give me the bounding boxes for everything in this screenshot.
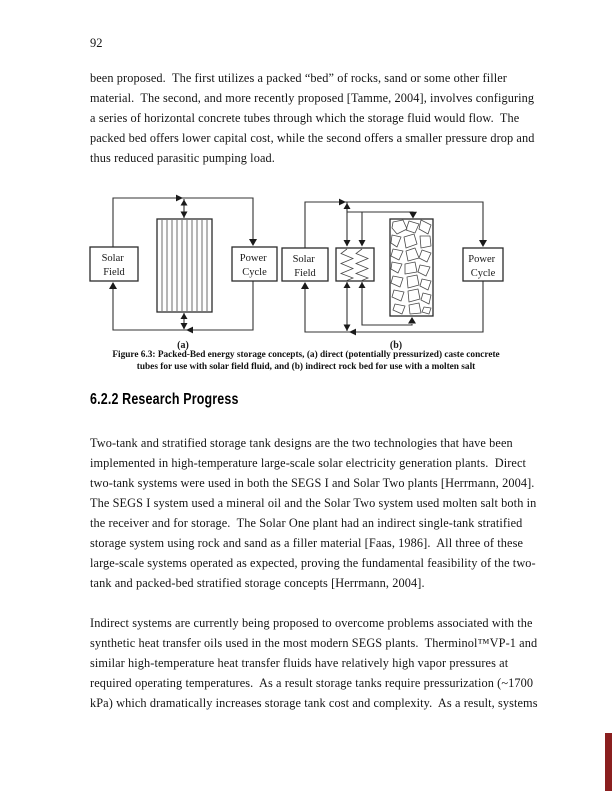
flow-arrowheads-b bbox=[301, 198, 487, 336]
sublabel-b: (b) bbox=[390, 340, 402, 351]
power-cycle-box-b bbox=[462, 247, 504, 282]
arrow-up-into-hx-bottom-b bbox=[343, 282, 351, 288]
arrow-into-rockbed-top-b bbox=[409, 211, 417, 219]
arrow-into-hx-right-b bbox=[358, 240, 366, 247]
figure-caption: Figure 6.3: Packed-Bed energy storage co… bbox=[112, 350, 500, 372]
solar-field-label-b: Solar Field bbox=[293, 254, 318, 279]
arrow-right-top-rail-a bbox=[176, 194, 183, 202]
flow-line-bottom-b bbox=[304, 281, 484, 333]
solar-field-label-a: Solar Field bbox=[102, 253, 127, 278]
hx-coil-right bbox=[354, 248, 370, 281]
arrow-left-bottom-rail-b bbox=[349, 328, 356, 336]
arrow-into-solar-field-b bbox=[301, 282, 309, 289]
rockbed-return-bottom-b bbox=[361, 282, 413, 326]
arrow-into-power-cycle-b bbox=[479, 240, 487, 247]
flow-line-bottom-a bbox=[112, 281, 254, 331]
arrow-up-hx-right-b bbox=[358, 282, 366, 288]
sublabel-a: (a) bbox=[177, 340, 189, 351]
hx-coil-left bbox=[339, 248, 355, 281]
rock-bed-icon bbox=[389, 218, 434, 317]
power-cycle-box-a bbox=[231, 246, 278, 282]
body-paragraph-3: Indirect systems are currently being pro… bbox=[90, 616, 538, 710]
arrow-left-bottom-rail-a bbox=[186, 326, 193, 334]
solar-field-box-a bbox=[89, 246, 139, 282]
power-cycle-label-a: Power Cycle bbox=[240, 253, 269, 278]
rock-texture bbox=[390, 219, 432, 315]
packed-bed-icon bbox=[156, 218, 213, 313]
arrow-into-bed-bottom-a bbox=[180, 313, 188, 319]
arrow-into-power-cycle-a bbox=[249, 239, 257, 246]
figure-6-3-diagram: Solar Field Power Cycle (a) bbox=[89, 194, 504, 351]
arrow-into-hx-left-b bbox=[343, 240, 351, 247]
arrow-into-solar-field-a bbox=[109, 282, 117, 289]
arrow-up-to-rail-b bbox=[343, 203, 351, 209]
arrow-into-rockbed-bottom-b bbox=[408, 317, 416, 324]
section-heading: 6.2.2 Research Progress bbox=[90, 391, 239, 408]
flow-line-top-b bbox=[304, 201, 484, 248]
diagram-a: Solar Field Power Cycle (a) bbox=[89, 194, 278, 351]
solar-field-box-b bbox=[281, 247, 329, 282]
rockbed-feed-top-b bbox=[347, 211, 414, 213]
packed-bed-tubes bbox=[161, 220, 208, 311]
flow-arrowheads-a bbox=[109, 194, 257, 334]
arrow-up-to-rail-a bbox=[180, 199, 188, 206]
body-paragraph-1: been proposed. The first utilizes a pack… bbox=[90, 71, 535, 165]
arrow-into-bed-top-a bbox=[180, 211, 188, 218]
diagram-b: Solar Field Power Cycle (b) bbox=[281, 198, 504, 351]
page-number: 92 bbox=[90, 36, 103, 50]
body-paragraph-2: Two-tank and stratified storage tank des… bbox=[90, 436, 537, 590]
power-cycle-label-b: Power Cycle bbox=[468, 254, 497, 279]
heat-exchanger-outline bbox=[335, 247, 375, 282]
arrow-down-to-rail-b bbox=[343, 324, 351, 331]
packed-bed-outline bbox=[156, 218, 213, 313]
arrow-right-top-rail-b bbox=[339, 198, 346, 206]
heat-exchanger-icon bbox=[335, 247, 375, 282]
arrow-down-to-rail-a bbox=[180, 323, 188, 330]
red-edge-marker bbox=[605, 733, 612, 791]
